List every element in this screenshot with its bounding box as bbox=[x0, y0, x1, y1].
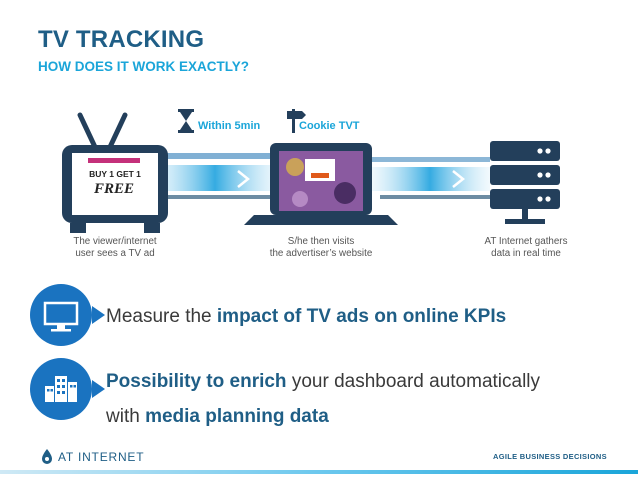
screen-icon bbox=[30, 284, 92, 346]
bullet-text-plain: Measure the bbox=[106, 306, 217, 327]
bullet-text-bold: impact of TV ads on online KPIs bbox=[217, 306, 506, 327]
step-caption-line: S/he then visits bbox=[260, 236, 382, 248]
tv-ad-line1: BUY 1 GET 1 bbox=[89, 169, 141, 179]
footer-logo-text: AT INTERNET bbox=[58, 450, 144, 464]
page-title: TV TRACKING bbox=[38, 26, 204, 54]
page-subtitle: HOW DOES IT WORK EXACTLY? bbox=[38, 59, 249, 74]
cookie-label: Cookie TVT bbox=[299, 120, 360, 132]
bullet-line: Possibility to enrich your dashboard aut… bbox=[106, 364, 540, 399]
timer-label: Within 5min bbox=[198, 120, 260, 132]
step-caption-line: data in real time bbox=[466, 248, 586, 260]
step-caption-line: user sees a TV ad bbox=[55, 248, 175, 260]
bullet-measure: Measure the impact of TV ads on online K… bbox=[106, 299, 506, 334]
bullet-text-bold: media planning data bbox=[145, 406, 329, 427]
tv-ad-line2: FREE bbox=[93, 181, 134, 197]
bullet-icon-badge bbox=[30, 284, 92, 346]
step-caption-line: the advertiser’s website bbox=[260, 248, 382, 260]
bullet-icon-badge bbox=[30, 358, 92, 420]
bullet-line: with media planning data bbox=[106, 399, 540, 434]
hourglass-icon bbox=[178, 109, 194, 133]
footer-tagline: AGILE BUSINESS DECISIONS bbox=[493, 452, 607, 461]
step-caption-line: The viewer/internet bbox=[55, 236, 175, 248]
bullet-enrich: Possibility to enrich your dashboard aut… bbox=[106, 364, 540, 434]
step-caption-gather: AT Internet gathers data in real time bbox=[466, 236, 586, 260]
bullet-pointer bbox=[92, 380, 105, 398]
city-icon bbox=[30, 358, 92, 420]
bullet-text-plain: your dashboard automatically bbox=[287, 371, 540, 392]
footer-divider bbox=[0, 470, 638, 474]
step-caption-viewer: The viewer/internet user sees a TV ad bbox=[55, 236, 175, 260]
server-icon bbox=[490, 141, 560, 224]
bullet-text-plain: with bbox=[106, 406, 145, 427]
bullet-text-bold: Possibility to enrich bbox=[106, 371, 287, 392]
bullet-pointer bbox=[92, 306, 105, 324]
at-internet-logo-icon bbox=[40, 448, 54, 464]
step-caption-visit: S/he then visits the advertiser’s websit… bbox=[260, 236, 382, 260]
step-caption-line: AT Internet gathers bbox=[466, 236, 586, 248]
